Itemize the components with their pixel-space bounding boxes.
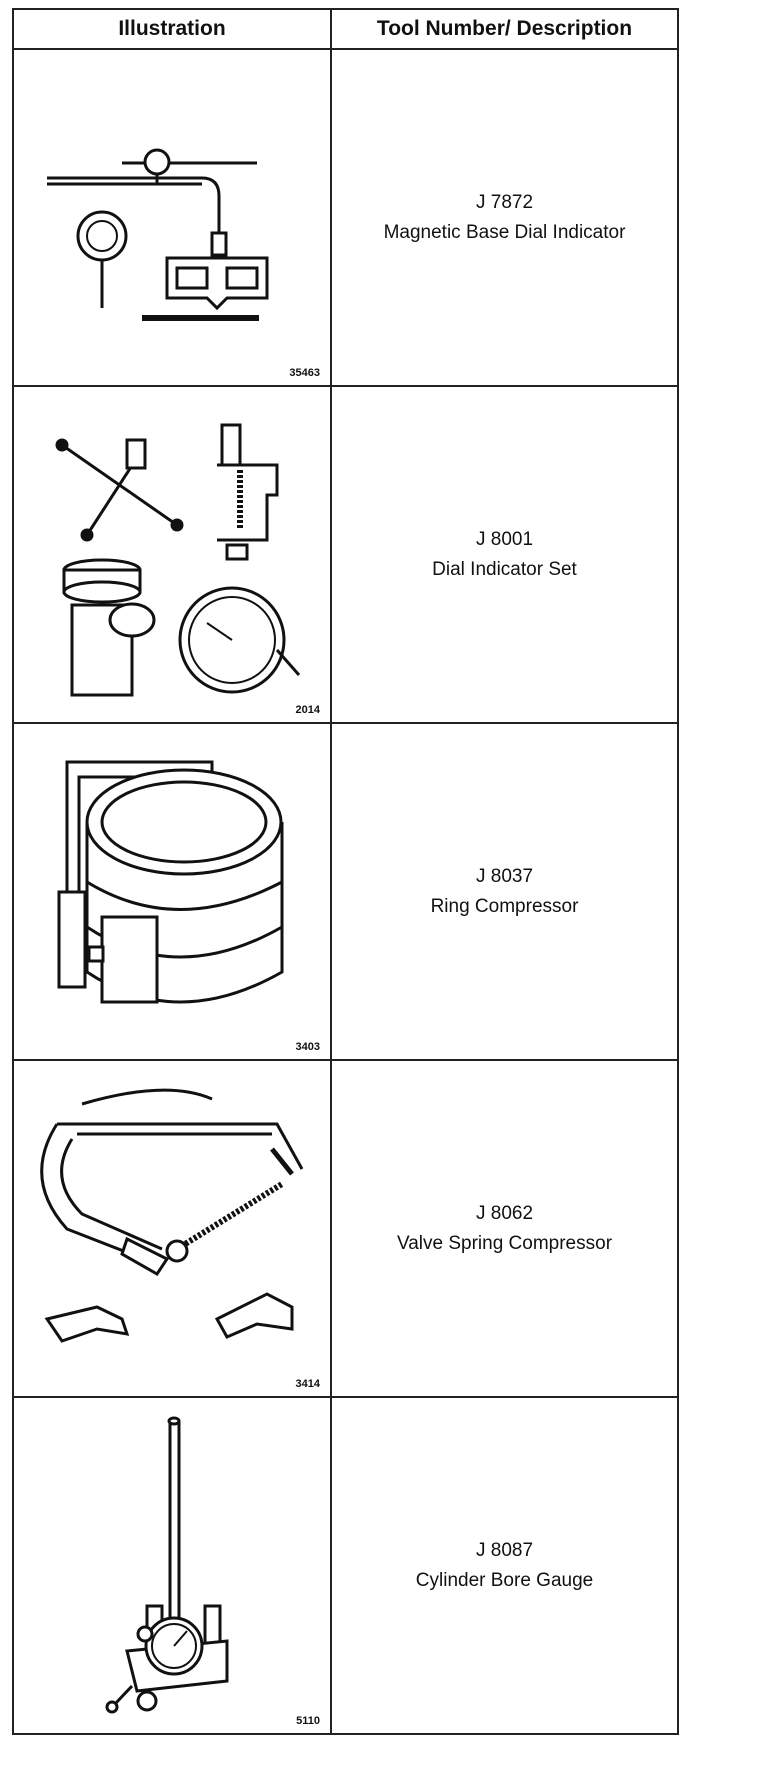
header-tool-description: Tool Number/ Description — [330, 8, 679, 50]
tool-description: Cylinder Bore Gauge — [415, 1569, 594, 1591]
cylinder-bore-gauge-illustration — [105, 1416, 229, 1713]
tool-description-cell: J 8087 Cylinder Bore Gauge — [330, 1396, 679, 1735]
tool-description: Ring Compressor — [430, 895, 579, 917]
figure-number: 3403 — [295, 1041, 320, 1053]
tool-description: Magnetic Base Dial Indicator — [383, 221, 626, 243]
magnetic-base-dial-indicator-illustration — [47, 148, 269, 321]
tool-number: J 8037 — [475, 865, 534, 887]
tool-description-cell: J 8062 Valve Spring Compressor — [330, 1059, 679, 1398]
special-tools-table: Illustration Tool Number/ Description — [12, 8, 679, 1735]
illustration-cell: 3403 — [12, 722, 332, 1061]
tool-number: J 7872 — [475, 191, 534, 213]
illustration-cell: 3414 — [12, 1059, 332, 1398]
tool-number: J 8062 — [475, 1202, 534, 1224]
figure-number: 2014 — [295, 704, 320, 716]
illustration-cell: 35463 — [12, 48, 332, 387]
header-illustration: Illustration — [12, 8, 332, 50]
ring-compressor-illustration — [57, 760, 284, 1003]
dial-indicator-set-illustration — [55, 423, 301, 696]
tool-description-cell: J 8001 Dial Indicator Set — [330, 385, 679, 724]
figure-number: 3414 — [295, 1378, 320, 1390]
illustration-cell: 5110 — [12, 1396, 332, 1735]
illustration-cell: 2014 — [12, 385, 332, 724]
tool-number: J 8001 — [475, 528, 534, 550]
valve-spring-compressor-illustration — [40, 1088, 304, 1343]
tool-description-cell: J 8037 Ring Compressor — [330, 722, 679, 1061]
table-row: 5110 J 8087 Cylinder Bore Gauge — [12, 1396, 679, 1735]
figure-number: 5110 — [296, 1715, 320, 1727]
tool-number: J 8087 — [475, 1539, 534, 1561]
figure-number: 35463 — [289, 367, 320, 379]
table-row: 35463 J 7872 Magnetic Base Dial Indicato… — [12, 48, 679, 387]
table-row: 3403 J 8037 Ring Compressor — [12, 722, 679, 1061]
tool-description-cell: J 7872 Magnetic Base Dial Indicator — [330, 48, 679, 387]
table-header-row: Illustration Tool Number/ Description — [12, 8, 679, 50]
tool-description: Valve Spring Compressor — [396, 1232, 613, 1254]
tool-description: Dial Indicator Set — [432, 558, 577, 580]
table-row: 2014 J 8001 Dial Indicator Set — [12, 385, 679, 724]
table-row: 3414 J 8062 Valve Spring Compressor — [12, 1059, 679, 1398]
